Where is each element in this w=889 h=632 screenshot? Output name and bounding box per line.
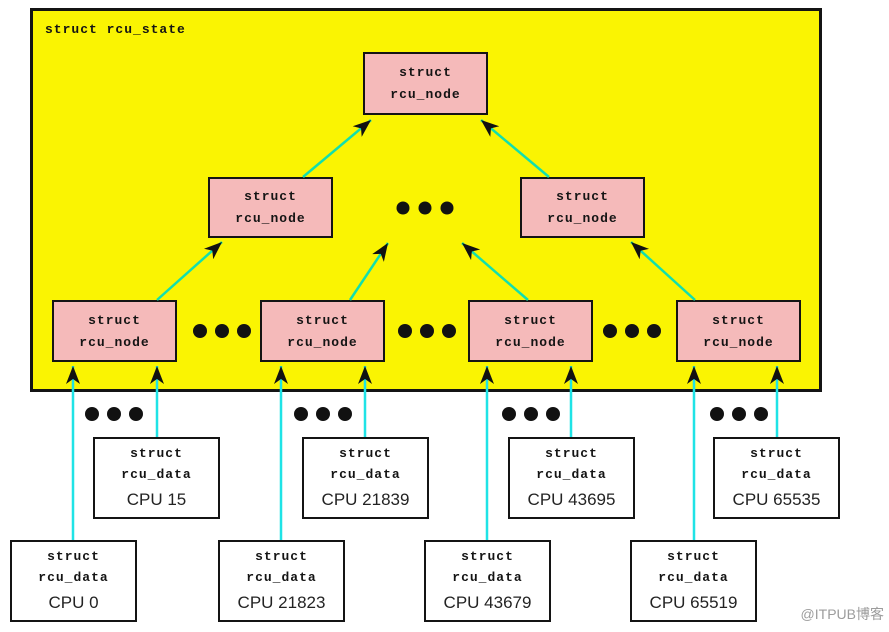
cpu-label: CPU 65519	[649, 593, 738, 612]
rcu-data-cpu-0: struct rcu_data CPU 0	[10, 540, 137, 622]
rcu-data-cpu-21839: struct rcu_data CPU 21839	[302, 437, 429, 519]
rcu-data-label-line1: struct	[545, 446, 598, 461]
watermark: @ITPUB博客	[800, 606, 884, 622]
rcu-data-label-line2: rcu_data	[536, 467, 607, 482]
cpu-label: CPU 0	[48, 593, 99, 612]
rcu-node-label-line2: rcu_node	[79, 334, 150, 350]
rcu-data-label-line1: struct	[255, 549, 308, 564]
rcu-node-label-line2: rcu_node	[390, 87, 461, 102]
rcu-data-cpu-65519: struct rcu_data CPU 65519	[630, 540, 757, 622]
rcu-node-label-line1: struct	[399, 65, 452, 80]
cpu-label: CPU 15	[126, 490, 187, 509]
rcu-node-mid-left: struct rcu_node	[208, 177, 333, 238]
rcu-data-cpu-65535: struct rcu_data CPU 65535	[713, 437, 840, 519]
rcu-data-cpu-43695: struct rcu_data CPU 43695	[508, 437, 635, 519]
rcu-node-leaf-2: struct rcu_node	[260, 300, 385, 362]
rcu-node-label-line1: struct	[296, 312, 349, 328]
rcu-data-label-line1: struct	[339, 446, 392, 461]
rcu-node-label-line1: struct	[88, 312, 141, 328]
ellipsis-data-group-3	[502, 407, 560, 421]
cpu-label: CPU 65535	[732, 490, 821, 509]
rcu-data-label-line1: struct	[130, 446, 183, 461]
ellipsis-data-group-1	[85, 407, 143, 421]
rcu-node-mid-right: struct rcu_node	[520, 177, 645, 238]
ellipsis-data-group-4	[710, 407, 768, 421]
rcu-node-label-line1: struct	[712, 312, 765, 328]
rcu-data-label-line2: rcu_data	[330, 467, 401, 482]
rcu-data-label-line2: rcu_data	[38, 570, 109, 585]
rcu-node-label-line1: struct	[556, 189, 609, 204]
rcu-node-label-line2: rcu_node	[547, 211, 618, 226]
rcu-node-leaf-1: struct rcu_node	[52, 300, 177, 362]
rcu-data-cpu-43679: struct rcu_data CPU 43679	[424, 540, 551, 622]
rcu-node-label-line1: struct	[244, 189, 297, 204]
rcu-node-label-line2: rcu_node	[495, 334, 566, 350]
cpu-label: CPU 21839	[321, 490, 410, 509]
cpu-label: CPU 43679	[443, 593, 532, 612]
ellipsis-data-group-2	[294, 407, 352, 421]
rcu-data-label-line1: struct	[667, 549, 720, 564]
rcu-data-label-line2: rcu_data	[246, 570, 317, 585]
rcu-node-leaf-3: struct rcu_node	[468, 300, 593, 362]
rcu-data-cpu-21823: struct rcu_data CPU 21823	[218, 540, 345, 622]
rcu-state-label: struct rcu_state	[45, 22, 186, 37]
rcu-node-label-line1: struct	[504, 312, 557, 328]
rcu-data-label-line2: rcu_data	[121, 467, 192, 482]
rcu-data-label-line1: struct	[47, 549, 100, 564]
cpu-label: CPU 21823	[237, 593, 326, 612]
rcu-node-label-line2: rcu_node	[235, 211, 306, 226]
rcu-data-label-line1: struct	[750, 446, 803, 461]
rcu-node-leaf-4: struct rcu_node	[676, 300, 801, 362]
rcu-data-label-line2: rcu_data	[658, 570, 729, 585]
rcu-data-label-line2: rcu_data	[741, 467, 812, 482]
rcu-node-root: struct rcu_node	[363, 52, 488, 115]
rcu-node-label-line2: rcu_node	[287, 334, 358, 350]
rcu-data-cpu-15: struct rcu_data CPU 15	[93, 437, 220, 519]
rcu-node-label-line2: rcu_node	[703, 334, 774, 350]
rcu-data-label-line2: rcu_data	[452, 570, 523, 585]
cpu-label: CPU 43695	[527, 490, 616, 509]
rcu-data-label-line1: struct	[461, 549, 514, 564]
